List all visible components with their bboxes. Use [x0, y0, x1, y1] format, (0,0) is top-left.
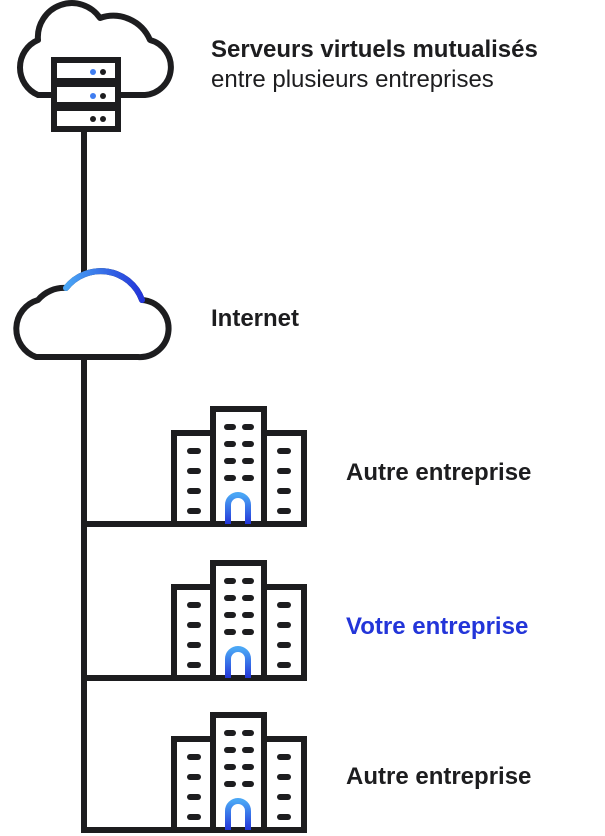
cloud-server-icon — [16, 0, 174, 132]
building-icon — [174, 563, 304, 678]
company-label: Autre entreprise — [346, 459, 532, 486]
server-title: Serveurs virtuels mutualisés — [211, 36, 538, 63]
internet-cloud-icon — [13, 268, 172, 361]
company-label: Autre entreprise — [346, 763, 532, 790]
building-icon — [174, 715, 304, 830]
building-icon — [174, 409, 304, 524]
internet-label: Internet — [211, 305, 300, 332]
server-subtitle: entre plusieurs entreprises — [211, 66, 494, 93]
your-company-label: Votre entreprise — [346, 613, 529, 640]
